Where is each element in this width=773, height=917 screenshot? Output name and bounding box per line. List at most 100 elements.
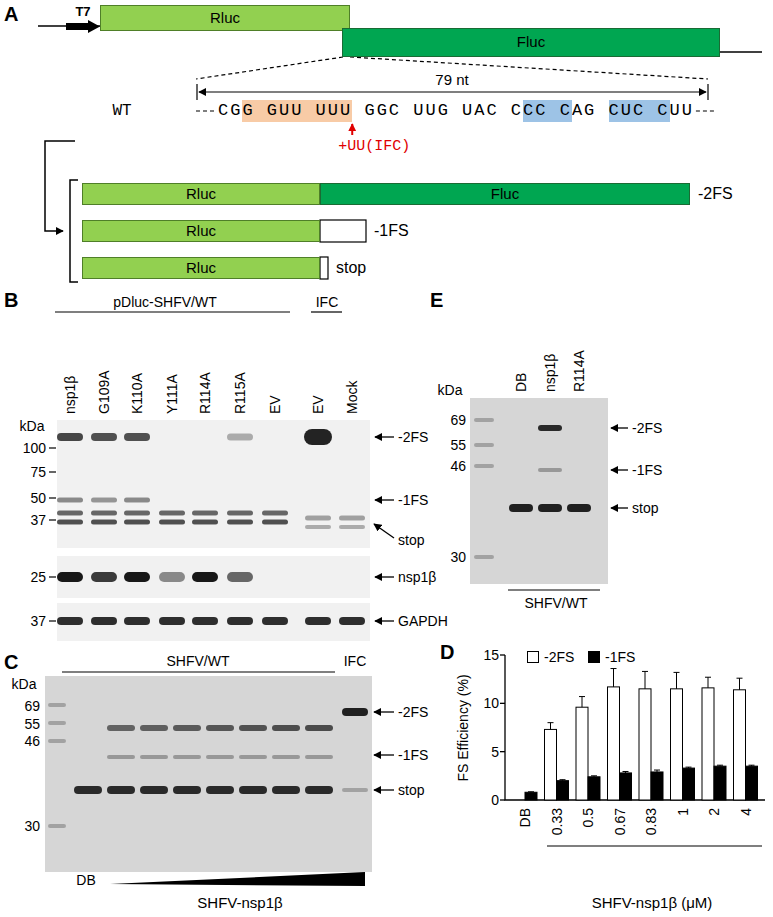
- band-arrow: [375, 620, 394, 621]
- gel-band: [474, 418, 494, 422]
- gel-band: [159, 617, 185, 625]
- label: -2FS: [398, 704, 428, 720]
- bar: [525, 792, 537, 800]
- gel-band: [91, 433, 117, 441]
- marker-tick: [49, 497, 56, 498]
- gel-band: [48, 721, 66, 725]
- gel-band: [57, 433, 83, 441]
- node-text: Rluc: [210, 10, 240, 27]
- gel-band: [192, 520, 218, 525]
- bars: [525, 669, 758, 800]
- gel-band: [272, 725, 300, 731]
- label: R114A: [571, 350, 587, 392]
- gel-band: [262, 617, 288, 625]
- label: 2: [706, 808, 722, 816]
- gel-band: [474, 555, 494, 559]
- band-arrow: [374, 754, 394, 755]
- gel-band: [227, 520, 253, 525]
- gel-band: [538, 468, 562, 472]
- error-bar: [749, 765, 755, 767]
- gel-band: [107, 755, 135, 759]
- gel-band: [474, 464, 494, 468]
- gel-band: [159, 520, 185, 525]
- gel-band: [305, 755, 333, 759]
- label: WT: [112, 102, 131, 120]
- gel-band: [227, 572, 253, 582]
- error-bar: [528, 791, 534, 792]
- gel-band: [124, 433, 150, 441]
- length-arrow: [199, 91, 706, 92]
- label: 0.83: [643, 808, 659, 835]
- band-arrow: [374, 789, 394, 790]
- error-bar: [674, 672, 680, 688]
- gel-band: [239, 755, 267, 759]
- node-text: Rluc: [186, 260, 216, 277]
- panel-letter: C: [4, 651, 18, 674]
- gel-band: [173, 725, 201, 731]
- band-arrow: [375, 436, 394, 437]
- gel-band: [140, 755, 168, 759]
- zoom-line: [350, 57, 708, 79]
- gel-band: [173, 786, 201, 794]
- label: kDa: [20, 418, 45, 434]
- label: UU: [670, 101, 694, 121]
- node-text: G GUU UUU: [242, 102, 352, 121]
- error-bar: [548, 723, 554, 730]
- label: EV: [267, 395, 283, 414]
- gel-band: [206, 755, 234, 759]
- arrow-shape: [66, 20, 100, 33]
- node-text: Fluc: [517, 34, 545, 51]
- label: -1FS: [632, 462, 662, 478]
- gel-band: [567, 504, 591, 512]
- label: 46: [450, 458, 466, 474]
- gel-band: [538, 504, 562, 512]
- label: 37: [30, 512, 46, 528]
- label: stop: [632, 500, 658, 516]
- label: 5: [491, 744, 499, 760]
- gel-band: [91, 572, 117, 582]
- band-arrow: [611, 469, 628, 470]
- blot: [57, 603, 370, 641]
- highlight-box: CUC C: [609, 100, 670, 122]
- zoom-line: [196, 57, 343, 79]
- axis: [505, 655, 765, 800]
- gel-band: [57, 617, 83, 625]
- label: SHFV/WT: [167, 653, 230, 669]
- label: 0.33: [548, 808, 564, 835]
- stop-box: [320, 257, 328, 279]
- label: -2FS: [632, 420, 662, 436]
- label: CG: [218, 101, 242, 121]
- highlight-box: G GUU UUU: [242, 100, 352, 122]
- vector-line: [720, 51, 762, 53]
- length-tick: [196, 84, 197, 100]
- label: K110A: [129, 373, 145, 414]
- gel-band: [305, 617, 331, 625]
- legend-swatch: [588, 651, 600, 663]
- label: GAPDH: [398, 613, 448, 629]
- node-text: Fluc: [491, 186, 519, 203]
- label: 15: [483, 647, 499, 663]
- bar: [714, 766, 726, 800]
- panel-letter: D: [440, 641, 454, 664]
- gel-band: [124, 520, 150, 525]
- label: stop: [398, 782, 424, 798]
- label: 55: [24, 716, 40, 732]
- group-line: [311, 311, 342, 312]
- bar: [576, 707, 588, 800]
- error-bar: [686, 767, 692, 769]
- gel-band: [48, 824, 66, 828]
- gel-band: [206, 725, 234, 731]
- node-text: Rluc: [186, 223, 216, 240]
- label: SHFV-nsp1β (μM): [592, 894, 713, 911]
- error-bar: [642, 671, 648, 688]
- marker-tick: [49, 620, 56, 621]
- length-tick: [707, 84, 708, 100]
- error-bar: [591, 775, 597, 777]
- label: 10: [483, 695, 499, 711]
- error-bar: [623, 771, 629, 772]
- gel-band: [339, 525, 365, 529]
- gel-band: [305, 525, 331, 529]
- gel-band: [192, 511, 218, 516]
